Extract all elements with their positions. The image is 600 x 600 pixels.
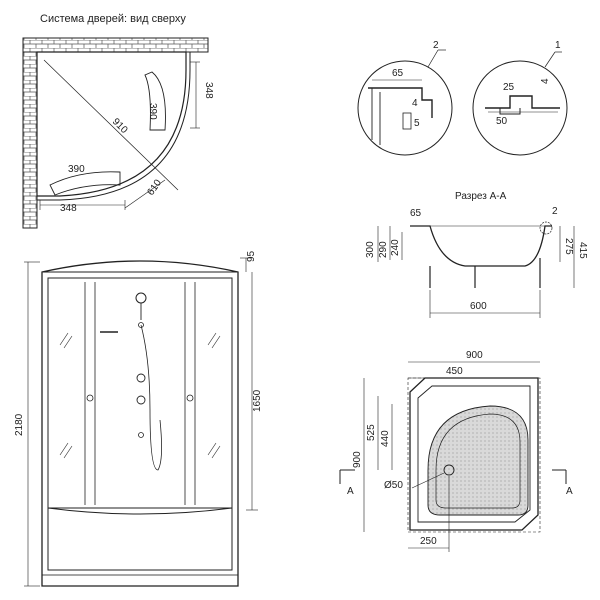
shower-hose <box>140 324 162 471</box>
section-dim-290: 290 <box>378 241 389 258</box>
section-dim-415: 415 <box>577 242 588 259</box>
tray-dim-450: 450 <box>446 366 463 377</box>
detail-1-circle <box>472 60 568 156</box>
cabin-outline <box>36 51 187 197</box>
detail-2-callout: 2 <box>433 40 439 51</box>
front-dim-2180: 2180 <box>14 413 25 436</box>
tray-dim-900-left: 900 <box>352 451 363 468</box>
mixer-valve-icon <box>136 395 146 405</box>
front-dim-95: 95 <box>246 250 257 262</box>
dim-390-left: 390 <box>68 164 85 175</box>
tray-dim-900-top: 900 <box>466 350 483 361</box>
diagonal-dimension-line <box>43 59 179 191</box>
detail-2-profile <box>368 87 433 118</box>
top-view: 910 390 348 390 610 348 <box>22 37 214 229</box>
section-a-a: Разрез А-А 65 2 300 290 240 275 415 600 <box>365 191 588 318</box>
shower-head-icon <box>135 292 147 304</box>
left-door-panel <box>49 171 121 196</box>
section-dim-240: 240 <box>390 239 401 256</box>
section-dim-275: 275 <box>563 238 574 255</box>
detail-1-dim-4: 4 <box>540 78 551 84</box>
section-mark-right: A <box>566 486 573 497</box>
front-tray <box>47 507 233 571</box>
section-dim-65: 65 <box>410 208 422 219</box>
detail-1-dim-50: 50 <box>496 116 508 127</box>
left-brick-wall <box>22 37 38 229</box>
drain-icon <box>443 464 455 476</box>
section-callout-2: 2 <box>552 206 558 217</box>
section-tray-profile <box>410 225 552 267</box>
tray-dim-250: 250 <box>420 536 437 547</box>
section-title: Разрез А-А <box>455 191 507 202</box>
detail-1-profile <box>485 95 560 109</box>
drawing-title: Система дверей: вид сверху <box>40 13 186 25</box>
detail-2-dim-65: 65 <box>392 68 404 79</box>
section-dim-300: 300 <box>365 241 376 258</box>
tray-dim-440: 440 <box>380 430 391 447</box>
mixer-knob-icon <box>136 373 146 383</box>
cabin-outer-curve <box>37 52 191 201</box>
right-door-panel <box>144 71 166 131</box>
detail-2-dim-4: 4 <box>412 98 418 109</box>
dim-348-bottom: 348 <box>60 203 77 214</box>
detail-2: 2 65 4 5 <box>357 40 453 156</box>
detail-1-dim-25: 25 <box>503 82 515 93</box>
front-dim-1650: 1650 <box>252 389 263 412</box>
tray-basin <box>427 405 529 516</box>
section-mark-left: A <box>347 486 354 497</box>
section-dim-600: 600 <box>470 301 487 312</box>
front-glass-frame <box>47 277 233 509</box>
detail-1: 1 25 4 50 <box>472 40 568 156</box>
tray-dim-525: 525 <box>366 424 377 441</box>
tray-plan: 900 450 525 440 900 Ø50 250 A A <box>339 350 573 552</box>
dim-390-right: 390 <box>147 103 158 120</box>
dim-610: 610 <box>145 177 164 197</box>
dim-348-right: 348 <box>203 82 214 99</box>
top-brick-wall <box>22 37 209 53</box>
dim-910: 910 <box>110 116 130 136</box>
detail-1-callout: 1 <box>555 40 561 51</box>
detail-2-dim-5: 5 <box>414 118 420 129</box>
detail-2-circle <box>357 60 453 156</box>
front-view: 2180 95 1650 <box>14 250 263 587</box>
front-cabin-outline <box>41 260 239 587</box>
tray-dim-drain: Ø50 <box>384 480 403 491</box>
